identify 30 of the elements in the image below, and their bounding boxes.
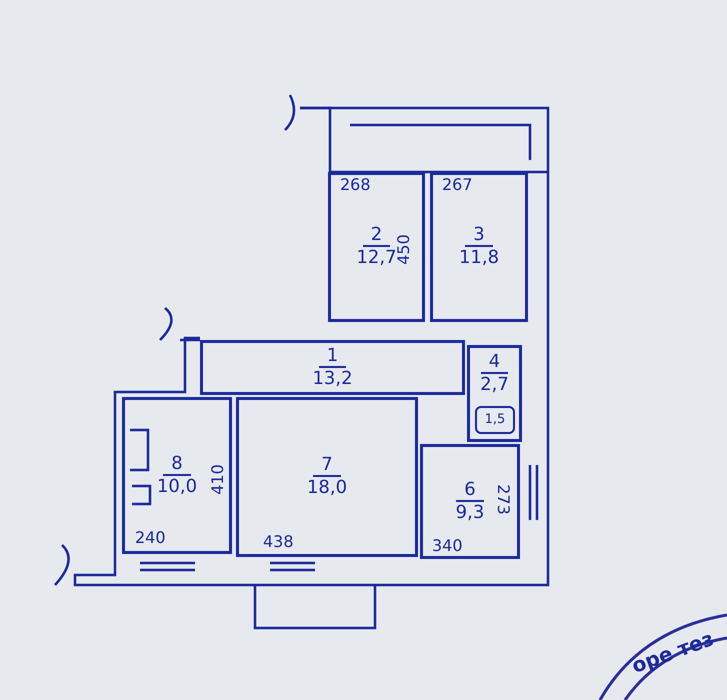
room-area: 18,0 [306, 477, 348, 499]
room-outline [122, 397, 232, 554]
room-number: 3 [465, 225, 493, 247]
bathtub-outline [475, 406, 515, 434]
dimension-label: 410 [208, 464, 227, 495]
room-area: 13,2 [312, 368, 353, 390]
room-area: 2,7 [480, 374, 509, 396]
room-outline [430, 172, 528, 322]
room-outline [467, 345, 522, 442]
stamp-text: оре тез [628, 626, 717, 678]
room-area: 10,0 [156, 476, 198, 498]
room-number: 4 [480, 352, 508, 374]
dimension-label: 267 [442, 175, 473, 194]
dimension-label: 268 [340, 175, 371, 194]
room-outline [236, 397, 418, 557]
room-outline [200, 340, 465, 395]
room-area: 1,5 [484, 409, 506, 431]
dimension-label: 240 [135, 528, 166, 547]
dimension-label: 340 [432, 536, 463, 555]
room-number: 6 [456, 480, 484, 502]
room-number: 8 [163, 454, 191, 476]
room-number: 1 [318, 346, 346, 368]
room-number: 7 [313, 455, 341, 477]
room-outline [328, 172, 425, 322]
room-number: 2 [362, 225, 390, 247]
room-area: 11,8 [458, 247, 500, 269]
room-outline [420, 444, 520, 559]
dimension-label: 438 [263, 532, 294, 551]
dimension-label: 273 [494, 484, 513, 515]
room-area: 9,3 [456, 502, 484, 524]
